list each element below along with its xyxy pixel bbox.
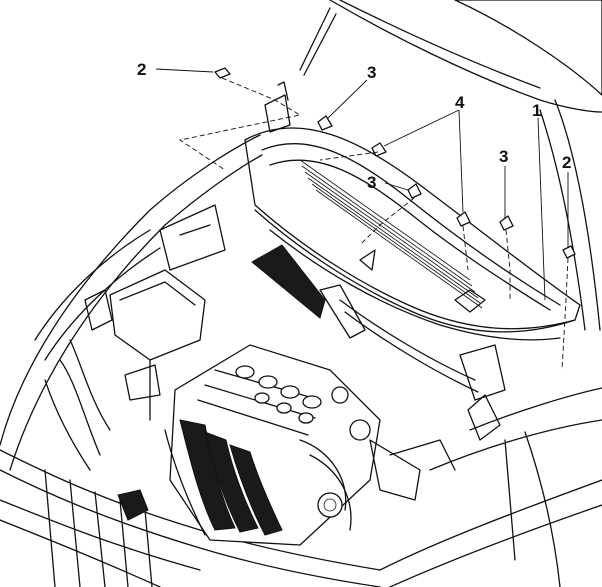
hood xyxy=(299,0,602,113)
callout-1: 1 xyxy=(532,101,541,120)
callout-3-right: 3 xyxy=(499,147,508,166)
right-fender xyxy=(429,387,602,587)
callout-2-left: 2 xyxy=(137,60,146,79)
callouts: 2 3 4 1 3 2 3 xyxy=(137,60,571,192)
engine xyxy=(164,344,456,546)
callout-2-right: 2 xyxy=(562,153,571,172)
left-fender xyxy=(0,134,263,471)
windshield xyxy=(539,99,601,331)
wiper-linkage xyxy=(319,284,506,441)
fastener-2-left xyxy=(214,67,231,79)
front-fascia xyxy=(0,449,602,587)
hood-hinge xyxy=(264,81,291,133)
callout-4: 4 xyxy=(455,93,465,112)
fastener-4-b xyxy=(456,211,471,227)
callout-3-mid: 3 xyxy=(367,173,376,192)
fasteners xyxy=(214,67,576,259)
fastener-3-top xyxy=(317,115,333,131)
cowl-vent-grille xyxy=(244,127,581,341)
fastener-3-right xyxy=(499,215,514,231)
fastener-3-mid xyxy=(407,183,422,199)
left-bay-components xyxy=(44,204,226,471)
leader-lines xyxy=(155,68,569,371)
callout-3-top: 3 xyxy=(367,63,376,82)
